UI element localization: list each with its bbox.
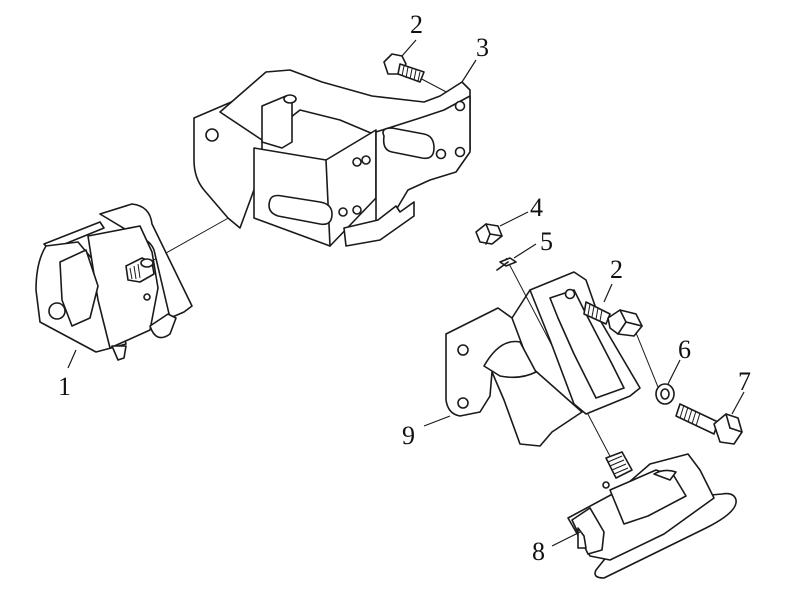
part-1-rubber-mount xyxy=(35,203,193,361)
callout-4: 4 xyxy=(530,193,543,222)
callout-1: 1 xyxy=(58,372,71,401)
callout-5: 5 xyxy=(540,227,553,256)
part-8-rear-mount xyxy=(567,451,737,579)
callout-9: 9 xyxy=(402,421,415,450)
callout-8: 8 xyxy=(532,537,545,566)
callout-3: 3 xyxy=(476,33,489,62)
part-7-long-bolt xyxy=(675,403,743,445)
part-5-lock-washer xyxy=(496,257,517,271)
part-6-flat-washer xyxy=(655,383,675,405)
part-2-bolt-upper xyxy=(383,53,425,83)
part-2-bolt-lower xyxy=(583,301,643,337)
part-9-rear-bracket xyxy=(445,271,641,447)
part-3-engine-bracket xyxy=(193,69,471,247)
callout-2-lower: 2 xyxy=(610,255,623,284)
part-4-nut xyxy=(475,223,503,245)
callout-labels: 1 2 3 4 5 2 6 7 8 9 xyxy=(58,10,751,566)
callout-2-upper: 2 xyxy=(410,10,423,39)
callout-leader-lines xyxy=(67,39,745,547)
callout-7: 7 xyxy=(738,367,751,396)
callout-6: 6 xyxy=(678,335,691,364)
